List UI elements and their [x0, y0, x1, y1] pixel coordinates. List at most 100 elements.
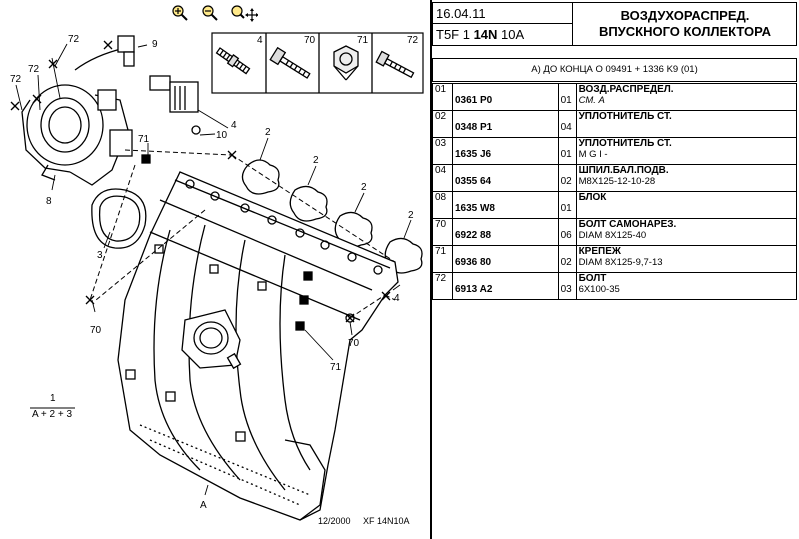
model-suffix: 10A — [497, 27, 525, 42]
diagram-footer-code: XF 14N10A — [363, 516, 410, 526]
zoom-in-button[interactable] — [170, 4, 190, 22]
callout-9: 9 — [152, 39, 158, 50]
note-box — [432, 58, 797, 82]
item-number-cell: 08 — [432, 191, 453, 219]
item-number-cell: 04 — [432, 164, 453, 192]
quantity: 06 — [560, 230, 572, 241]
model-code: T5F 1 14N 10A — [436, 27, 524, 42]
diagram-footer-date: 12/2000 — [318, 516, 351, 526]
quantity-cell: 04 — [557, 110, 577, 138]
model-engine: 14N — [473, 27, 498, 42]
part-ref-cell: 1635 J6 — [451, 137, 559, 165]
callout-72: 72 — [68, 34, 80, 45]
part-reference[interactable]: 6922 88 — [454, 230, 492, 241]
item-number-cell: 01 — [432, 83, 453, 111]
description-cell: УПЛОТНИТЕЛЬ СТ.M G I - — [575, 137, 798, 165]
zoom-out-button[interactable] — [200, 4, 220, 22]
model-prefix: T5F 1 — [436, 27, 474, 42]
item-number: 71 — [435, 246, 447, 257]
part-ref-cell: 6936 80 — [451, 245, 559, 273]
callout-72: 72 — [10, 74, 22, 85]
item-number-cell: 70 — [432, 218, 453, 246]
table-row[interactable]: 02 0348 P1 04 УПЛОТНИТЕЛЬ СТ. — [432, 110, 798, 138]
part-reference[interactable]: 1635 W8 — [454, 203, 495, 214]
part-ref-cell: 6913 A2 — [451, 272, 559, 300]
part-reference[interactable]: 0361 P0 — [454, 95, 493, 106]
header-hline — [432, 23, 572, 24]
page-title: ВОЗДУХОРАСПРЕД. ВПУСКНОГО КОЛЛЕКТОРА — [574, 8, 796, 40]
quantity-cell: 01 — [557, 137, 577, 165]
quantity-cell: 01 — [557, 83, 577, 111]
description-cell: БОЛТ САМОНАРЕЗ.DIAM 8X125-40 — [575, 218, 798, 246]
part-reference[interactable]: 0348 P1 — [454, 122, 493, 133]
item-number: 08 — [435, 192, 447, 203]
part-ref-cell: 1635 W8 — [451, 191, 559, 219]
quantity-cell: 03 — [557, 272, 577, 300]
item-number: 03 — [435, 138, 447, 149]
callout-8: 8 — [46, 196, 52, 207]
diagram-toolbar — [170, 4, 258, 24]
item-number: 72 — [435, 273, 447, 284]
item-number-cell: 03 — [432, 137, 453, 165]
callout-3: 3 — [97, 250, 103, 261]
description-cell: ВОЗД.РАСПРЕДЕЛ.СМ. А — [575, 83, 798, 111]
parts-list-pane: 16.04.11 T5F 1 14N 10A ВОЗДУХОРАСПРЕД. В… — [432, 0, 799, 539]
legend-top: 1 — [50, 393, 56, 404]
part-title: ШПИЛ.БАЛ.ПОДВ. — [578, 165, 669, 176]
description-cell: УПЛОТНИТЕЛЬ СТ. — [575, 110, 798, 138]
pan-zoom-button[interactable] — [230, 4, 258, 22]
inset-label-72: 72 — [407, 35, 419, 46]
part-ref-cell: 0355 64 — [451, 164, 559, 192]
callout-A: A — [200, 500, 207, 511]
item-number: 02 — [435, 111, 447, 122]
title-line-2: ВПУСКНОГО КОЛЛЕКТОРА — [598, 24, 772, 39]
pane-divider — [430, 0, 432, 539]
callout-2: 2 — [313, 155, 319, 166]
quantity: 04 — [560, 122, 572, 133]
quantity: 02 — [560, 257, 572, 268]
diagram-pane: 4 70 71 72 72 9 72 72 10 4 71 2 2 2 2 8 … — [10, 4, 424, 526]
callout-71: 71 — [138, 134, 150, 145]
part-title: БЛОК — [578, 192, 607, 203]
header-separator — [572, 2, 573, 46]
part-reference[interactable]: 0355 64 — [454, 176, 492, 187]
item-number: 01 — [435, 84, 447, 95]
zoom-in-icon — [172, 5, 188, 21]
zoom-out-icon — [202, 5, 218, 21]
part-title: УПЛОТНИТЕЛЬ СТ. — [578, 111, 672, 122]
part-ref-cell: 6922 88 — [451, 218, 559, 246]
legend-bottom: A + 2 + 3 — [32, 409, 73, 420]
part-spec: СМ. А — [578, 95, 605, 106]
part-spec: M G I - — [578, 149, 608, 160]
part-reference[interactable]: 1635 J6 — [454, 149, 492, 160]
callout-10: 10 — [216, 130, 228, 141]
exploded-view-drawing — [10, 32, 424, 521]
part-reference[interactable]: 6936 80 — [454, 257, 492, 268]
title-line-1: ВОЗДУХОРАСПРЕД. — [620, 8, 750, 23]
applicability-note: A) ДО КОНЦА О 09491 + 1336 K9 (01) — [531, 64, 698, 75]
quantity-cell: 01 — [557, 191, 577, 219]
quantity-cell: 02 — [557, 164, 577, 192]
part-title: БОЛТ САМОНАРЕЗ. — [578, 219, 677, 230]
catalog-date: 16.04.11 — [436, 6, 486, 21]
part-spec: 6X100-35 — [578, 284, 620, 295]
callout-70: 70 — [348, 338, 360, 349]
callout-4: 4 — [394, 293, 400, 304]
part-ref-cell: 0348 P1 — [451, 110, 559, 138]
part-title: УПЛОТНИТЕЛЬ СТ. — [578, 138, 672, 149]
part-title: ВОЗД.РАСПРЕДЕЛ. — [578, 84, 674, 95]
quantity: 03 — [560, 284, 572, 295]
part-reference[interactable]: 6913 A2 — [454, 284, 493, 295]
header-box — [432, 2, 797, 46]
callout-2: 2 — [265, 127, 271, 138]
